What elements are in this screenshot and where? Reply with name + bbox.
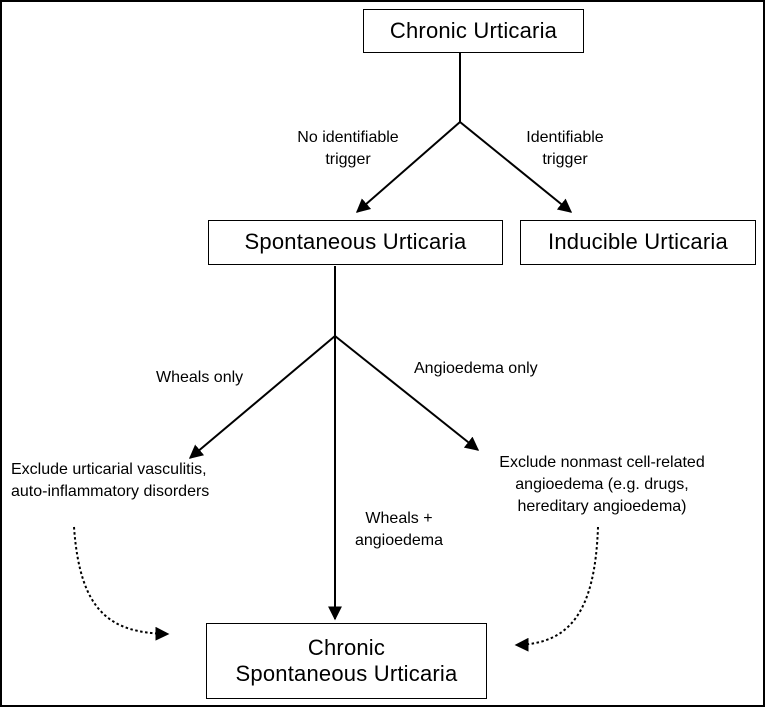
edge-label-angioedema-only: Angioedema only (414, 358, 538, 380)
arrow-angioedema-only (334, 335, 480, 451)
edge-label-no-trigger-line1: No identifiable (297, 129, 399, 146)
edge-label-wheals-only: Wheals only (156, 367, 243, 389)
note-right-line3: hereditary angioedema) (517, 498, 687, 515)
edge-label-wheals-only-text: Wheals only (156, 369, 244, 386)
node-inducible-urticaria: Inducible Urticaria (520, 220, 756, 265)
edge-label-no-trigger-line2: trigger (325, 151, 371, 168)
edge-label-trigger: Identifiable trigger (505, 127, 625, 171)
edge-label-wheals-angioedema: Wheals + angioedema (344, 508, 454, 552)
note-left-line1: Exclude urticarial vasculitis, (11, 461, 207, 478)
node-inducible-urticaria-label: Inducible Urticaria (548, 229, 728, 255)
edge-label-wheals-angioedema-line1: Wheals + (365, 510, 433, 527)
node-csu-label-line1: Chronic (307, 634, 386, 660)
note-right-line2: angioedema (e.g. drugs, (515, 476, 689, 493)
node-chronic-urticaria: Chronic Urticaria (363, 9, 584, 53)
arrow-to-spontaneous (355, 121, 461, 213)
edge-label-trigger-line1: Identifiable (526, 129, 604, 146)
node-csu-label-line2: Spontaneous Urticaria (235, 661, 458, 686)
node-spontaneous-urticaria-label: Spontaneous Urticaria (244, 229, 467, 255)
edge-label-no-trigger: No identifiable trigger (278, 127, 418, 171)
edge-label-wheals-angioedema-line2: angioedema (354, 532, 444, 549)
note-left-line2: auto-inflammatory disorders (11, 483, 210, 500)
dotted-arrow-right (514, 526, 599, 652)
node-chronic-urticaria-label: Chronic Urticaria (389, 17, 558, 43)
edge-label-angioedema-only-text: Angioedema only (414, 360, 538, 377)
dotted-arrow-left (73, 526, 170, 641)
edge-label-trigger-line2: trigger (542, 151, 588, 168)
arrow-wheals-only (188, 335, 336, 459)
arrow-to-inducible (459, 121, 573, 213)
note-right-line1: Exclude nonmast cell-related (499, 454, 705, 471)
note-exclude-nonmast: Exclude nonmast cell-related angioedema … (477, 452, 727, 518)
node-chronic-spontaneous-urticaria: Chronic Spontaneous Urticaria (206, 623, 487, 699)
note-exclude-vasculitis: Exclude urticarial vasculitis, auto-infl… (11, 459, 209, 503)
node-spontaneous-urticaria: Spontaneous Urticaria (208, 220, 503, 265)
